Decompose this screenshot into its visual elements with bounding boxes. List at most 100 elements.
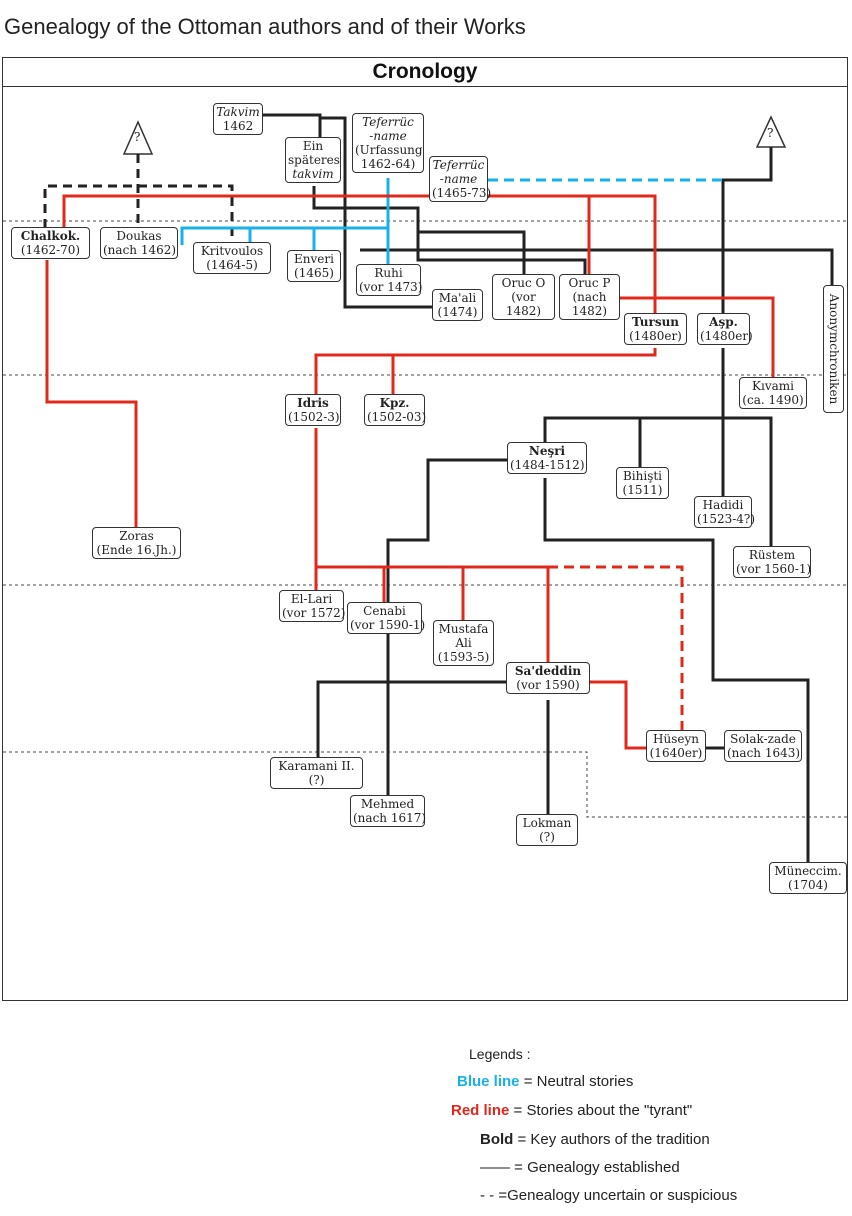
node-title: Karamani II.: [278, 759, 355, 773]
node-title: Tursun: [631, 315, 680, 329]
unknown-marker-right: ?: [767, 126, 774, 140]
line-anonym: [360, 248, 834, 287]
node-title: Zoras: [119, 529, 154, 543]
node-muneccim[interactable]: Müneccim. (1704): [769, 862, 847, 894]
node-karamani[interactable]: Karamani II. (?): [270, 757, 363, 789]
node-idris[interactable]: Idris (1502-3): [285, 394, 341, 426]
node-date: (1480er): [629, 329, 682, 343]
node-date: 1482): [571, 304, 608, 318]
node-huseyn[interactable]: Hüseyn (1640er): [646, 730, 706, 762]
node-tursun[interactable]: Tursun (1480er): [624, 313, 687, 345]
node-title: Rüstem: [748, 548, 796, 562]
node-date: (1511): [622, 483, 663, 497]
node-date: (vor 1590): [516, 678, 580, 692]
line-saddeddin-karamani: [316, 680, 510, 758]
node-rustem[interactable]: Rüstem (vor 1560-1): [733, 546, 811, 578]
node-title: Neşri: [528, 444, 566, 458]
node-hadidi[interactable]: Hadidi (1523-4?): [694, 496, 755, 528]
line-takvim-branch: [262, 113, 322, 140]
node-kritvoulos[interactable]: Kritvoulos (1464-5): [193, 242, 271, 274]
legend-dashed: - - =Genealogy uncertain or suspicious: [480, 1187, 737, 1204]
node-line: Teferrüc: [432, 158, 485, 172]
node-line: (1465-73): [432, 186, 492, 200]
line-orucO: [418, 230, 526, 275]
node-teferruc-1465[interactable]: Teferrüc -name (1465-73): [429, 156, 492, 202]
node-date: (1502-03): [367, 410, 427, 424]
node-nesri[interactable]: Neşri (1484-1512): [507, 442, 587, 474]
line-asp-from-right: [721, 147, 773, 316]
node-date: (ca. 1490): [742, 393, 804, 407]
node-date: (1502-3): [288, 410, 340, 424]
node-date: (1704): [788, 878, 828, 892]
node-maali[interactable]: Ma'ali (1474): [432, 289, 483, 321]
node-ruhi[interactable]: Ruhi (vor 1473): [356, 264, 423, 296]
legend-red-desc: = Stories about the "tyrant": [513, 1102, 693, 1119]
node-title: Kritvoulos: [200, 244, 264, 258]
node-line: (nach: [572, 290, 607, 304]
node-date: (?): [539, 830, 555, 844]
node-title: Ruhi: [374, 266, 403, 280]
legend-red: Red line = Stories about the "tyrant": [451, 1102, 692, 1119]
node-line: Teferrüc: [362, 115, 414, 129]
node-spaeteres-takvim[interactable]: Ein späteres takvim: [285, 137, 341, 183]
node-mehmed[interactable]: Mehmed (nach 1617): [350, 795, 427, 827]
line-blue-horizontal: [180, 226, 388, 245]
node-chalkok[interactable]: Chalkok. (1462-70): [11, 227, 90, 259]
node-date: (Ende 16.Jh.): [96, 543, 177, 557]
node-doukas[interactable]: Doukas (nach 1462): [100, 227, 178, 259]
node-asp[interactable]: Aşp. (1480er): [697, 313, 753, 345]
line-red-dashed-huseyn: [548, 565, 684, 730]
node-title: Sa'deddin: [514, 664, 582, 678]
node-date: (vor 1560-1): [736, 562, 812, 576]
legend-blue-key: Blue line: [457, 1073, 520, 1090]
node-saddeddin[interactable]: Sa'deddin (vor 1590): [506, 662, 590, 694]
node-date: (vor 1473): [359, 280, 423, 294]
node-title: Hüseyn: [653, 732, 699, 746]
legend-dash-key: - -: [480, 1187, 499, 1204]
chronology-header: Cronology: [2, 57, 848, 87]
node-date: (1465): [294, 266, 334, 280]
line-red-chalkok-zoras: [45, 260, 138, 528]
node-date: 1482): [505, 304, 542, 318]
node-date: (vor 1590-1): [350, 618, 426, 632]
node-oruc-p[interactable]: Oruc P (nach 1482): [559, 274, 620, 320]
node-line: späteres: [288, 153, 340, 167]
node-mustafa-ali[interactable]: Mustafa Ali (1593-5): [433, 620, 494, 666]
black-dashed-lines: [43, 154, 234, 243]
node-anonymchroniken[interactable]: Anonymchroniken: [823, 285, 844, 413]
period-dividers: [3, 220, 847, 818]
node-title: Doukas: [116, 229, 162, 243]
node-lokman[interactable]: Lokman (?): [516, 814, 578, 846]
line-asp-down: [638, 348, 725, 468]
node-title: Kıvami: [752, 379, 794, 393]
node-title: Müneccim.: [774, 864, 842, 878]
divider-4: [3, 751, 847, 818]
node-kpz[interactable]: Kpz. (1502-03): [364, 394, 427, 426]
line-red-kivami: [620, 296, 775, 378]
node-takvim[interactable]: Takvim 1462: [213, 103, 263, 135]
node-zoras[interactable]: Zoras (Ende 16.Jh.): [92, 527, 181, 559]
node-title: Enveri: [294, 252, 334, 266]
line-spaeteres-orucp: [312, 186, 587, 275]
node-teferruc-urfassung[interactable]: Teferrüc -name (Urfassung 1462-64): [352, 113, 424, 173]
node-title: Lokman: [522, 816, 572, 830]
node-oruc-o[interactable]: Oruc O (vor 1482): [492, 274, 555, 320]
legend-heading: Legends :: [469, 1046, 531, 1062]
node-solak-zade[interactable]: Solak-zade (nach 1643): [724, 730, 802, 762]
node-bihisti[interactable]: Bihişti (1511): [616, 467, 669, 499]
diagram-frame: [2, 57, 848, 1001]
node-date: (nach 1617): [353, 811, 427, 825]
line-nesri-muneccim: [543, 478, 810, 863]
node-cenabi[interactable]: Cenabi (vor 1590-1): [347, 602, 426, 634]
node-title: Aşp.: [709, 315, 738, 329]
line-red-huseyn: [590, 680, 647, 750]
node-enveri[interactable]: Enveri (1465): [287, 250, 341, 282]
page-title: Genealogy of the Ottoman authors and of …: [4, 14, 526, 39]
legend-bold: Bold = Key authors of the tradition: [480, 1131, 710, 1148]
node-title: Hadidi: [702, 498, 744, 512]
black-lines: [262, 113, 834, 863]
node-el-lari[interactable]: El-Lari (vor 1572): [279, 590, 345, 622]
node-line: (vor: [511, 290, 536, 304]
node-kivami[interactable]: Kıvami (ca. 1490): [739, 377, 807, 409]
node-title: Kpz.: [379, 396, 410, 410]
